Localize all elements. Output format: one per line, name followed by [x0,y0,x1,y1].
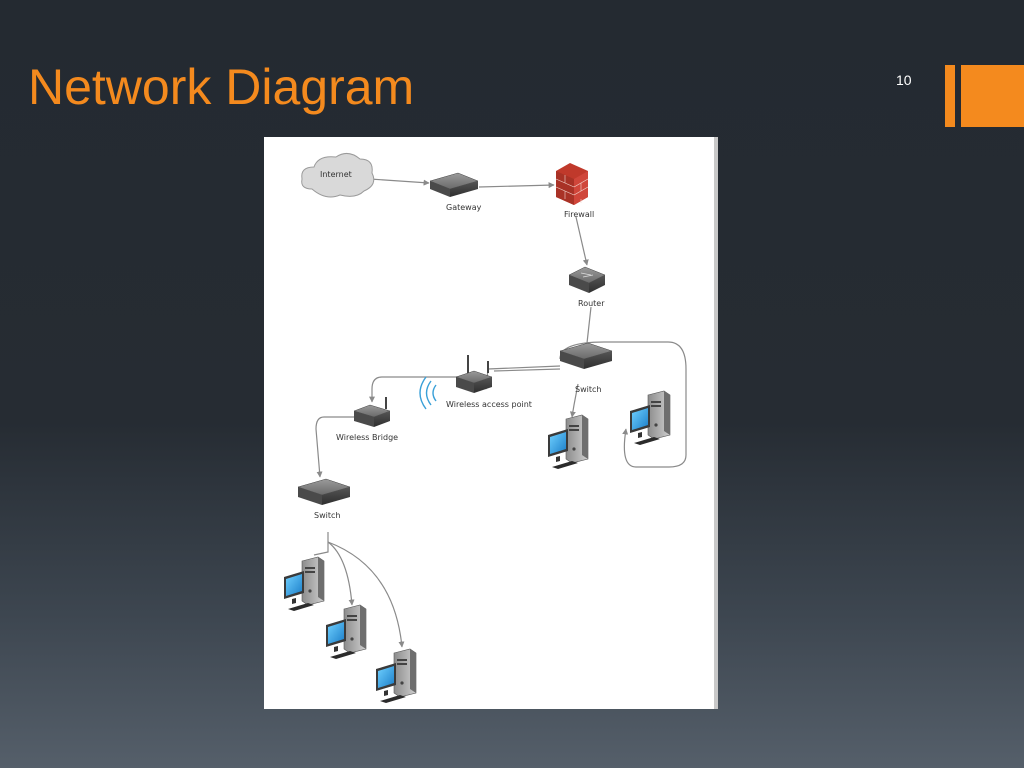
network-diagram-canvas: Internet Gateway Firewall Router Switch [283,153,687,704]
router-label: Router [578,299,605,308]
link-internet-gateway [369,178,430,186]
link-lower-switch-pc3 [313,532,329,556]
wireless-access-point-icon [455,355,493,393]
link-switch-wap-2 [493,368,561,372]
link-lower-switch-pc4 [327,541,355,606]
internet-cloud-icon [301,153,375,198]
gateway-icon [429,172,479,197]
link-lower-switch-pc5 [327,541,405,648]
wifi-signal-icon [419,376,437,410]
network-diagram: Internet Gateway Firewall Router Switch [264,137,718,709]
computer-2-icon [629,390,671,446]
slide-title: Network Diagram [28,59,415,115]
computer-3-icon [283,556,325,612]
link-switch-pc1 [569,383,579,418]
computer-4-icon [325,604,367,660]
link-gateway-firewall [478,182,555,189]
accent-bar-thick [961,65,1024,127]
switch-label: Switch [575,385,601,394]
computer-5-icon [375,648,417,704]
link-firewall-router [575,216,589,266]
link-bridge-switch [315,416,356,478]
switch-icon [559,342,613,369]
lower-switch-label: Switch [314,511,340,520]
accent-bar-thin [945,65,955,127]
firewall-icon [555,163,589,205]
gateway-label: Gateway [446,203,482,212]
wireless-access-point-label: Wireless access point [446,400,532,409]
lower-switch-icon [297,478,351,505]
wireless-bridge-label: Wireless Bridge [336,433,398,442]
router-icon [568,266,606,293]
slide-number: 10 [896,72,912,88]
computer-1-icon [547,414,589,470]
link-switch-pc2 [559,341,687,468]
internet-label: Internet [320,170,352,179]
firewall-label: Firewall [564,210,594,219]
wireless-bridge-icon [353,397,391,427]
link-wap-bridge [369,376,464,403]
